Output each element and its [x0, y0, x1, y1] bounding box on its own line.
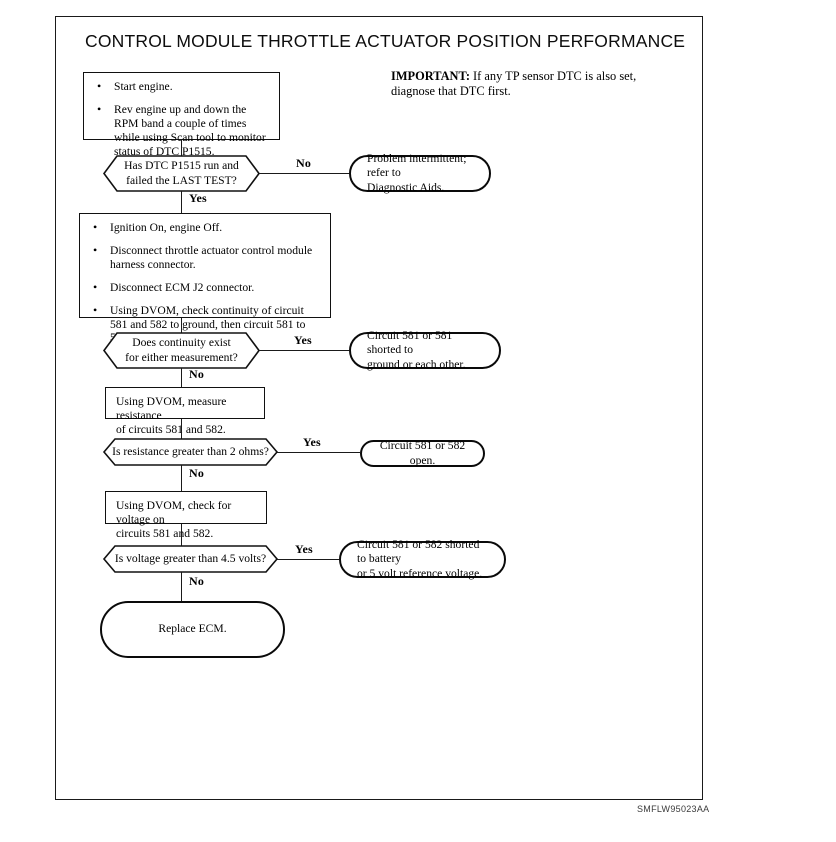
- process-box-step3: Using DVOM, measure resistance of circui…: [105, 387, 265, 436]
- connector-step2-to-decision2: [181, 318, 182, 333]
- terminal-label: Replace ECM.: [158, 622, 227, 636]
- connector-decision1-no: [259, 173, 349, 174]
- branch-label-decision2-yes: Yes: [294, 333, 312, 347]
- document-code: SMFLW95023AA: [637, 804, 710, 814]
- connector-decision3-yes: [277, 452, 360, 453]
- result-node-3: Circuit 581 or 582 open.: [360, 439, 485, 467]
- connector-decision2-yes: [259, 350, 349, 351]
- important-note-text: If any TP sensor DTC is also set, diagno…: [391, 69, 637, 99]
- process-box-step4: Using DVOM, check for voltage on circuit…: [105, 491, 267, 540]
- result-node-4: Circuit 581 or 582 shorted to battery or…: [339, 538, 506, 580]
- result2-line1: Circuit 581 or 581 shorted to: [367, 329, 453, 357]
- connector-decision4-no: [181, 572, 182, 601]
- process-box-step2: Ignition On, engine Off. Disconnect thro…: [79, 213, 331, 344]
- decision-node-2: Does continuity exist for either measure…: [103, 332, 260, 369]
- result-node-1: Problem intermittent; refer to Diagnosti…: [349, 152, 491, 194]
- branch-label-decision2-no: No: [189, 367, 205, 381]
- step3-line2: of circuits 581 and 582.: [116, 422, 226, 436]
- connector-decision3-no: [181, 465, 182, 491]
- process-box-step1: Start engine. Rev engine up and down the…: [83, 72, 280, 158]
- branch-label-decision3-no: No: [189, 466, 205, 480]
- hexagon-shape: [102, 438, 279, 466]
- connector-decision2-no: [181, 368, 182, 387]
- step2-bullet-2: Disconnect throttle actuator control mod…: [90, 243, 321, 272]
- important-note: IMPORTANT: If any TP sensor DTC is also …: [391, 69, 641, 99]
- result2-line2: ground or each other.: [367, 357, 466, 371]
- step2-bullet-1: Ignition On, engine Off.: [90, 220, 321, 235]
- step4-line2: circuits 581 and 582.: [116, 526, 214, 540]
- connector-step3-to-decision3: [181, 419, 182, 439]
- branch-label-decision4-yes: Yes: [295, 542, 313, 556]
- hexagon-shape: [103, 155, 260, 192]
- step2-bullet-4: Using DVOM, check continuity of circuit …: [90, 303, 321, 346]
- result4-line2: or 5 volt reference voltage.: [357, 566, 483, 580]
- branch-label-decision1-yes: Yes: [189, 191, 207, 205]
- important-note-lead: IMPORTANT:: [391, 69, 470, 83]
- connector-decision4-yes: [277, 559, 339, 560]
- hexagon-shape: [103, 332, 260, 369]
- connector-step1-to-decision1: [181, 140, 182, 156]
- step1-bullet-2: Rev engine up and down the RPM band a co…: [94, 102, 270, 159]
- connector-decision1-yes: [181, 191, 182, 213]
- result3-line1: Circuit 581 or 582 open.: [379, 439, 466, 467]
- decision-node-1: Has DTC P1515 run and failed the LAST TE…: [103, 155, 260, 192]
- branch-label-decision1-no: No: [296, 156, 312, 170]
- terminal-node-replace-ecm: Replace ECM.: [100, 601, 285, 658]
- result1-line2: Diagnostic Aids.: [367, 180, 445, 194]
- decision-node-4: Is voltage greater than 4.5 volts?: [102, 545, 279, 573]
- step4-line1: Using DVOM, check for voltage on: [116, 499, 232, 526]
- branch-label-decision3-yes: Yes: [303, 435, 321, 449]
- branch-label-decision4-no: No: [189, 574, 205, 588]
- result1-line1: Problem intermittent; refer to: [367, 152, 467, 180]
- step2-bullet-3: Disconnect ECM J2 connector.: [90, 280, 321, 295]
- result-node-2: Circuit 581 or 581 shorted to ground or …: [349, 329, 501, 371]
- hexagon-shape: [102, 545, 279, 573]
- step1-bullet-1: Start engine.: [94, 79, 270, 94]
- step3-line1: Using DVOM, measure resistance: [116, 395, 227, 422]
- decision-node-3: Is resistance greater than 2 ohms?: [102, 438, 279, 466]
- result4-line1: Circuit 581 or 582 shorted to battery: [357, 538, 480, 566]
- connector-step4-to-decision4: [181, 524, 182, 546]
- page-title: CONTROL MODULE THROTTLE ACTUATOR POSITIO…: [85, 31, 686, 51]
